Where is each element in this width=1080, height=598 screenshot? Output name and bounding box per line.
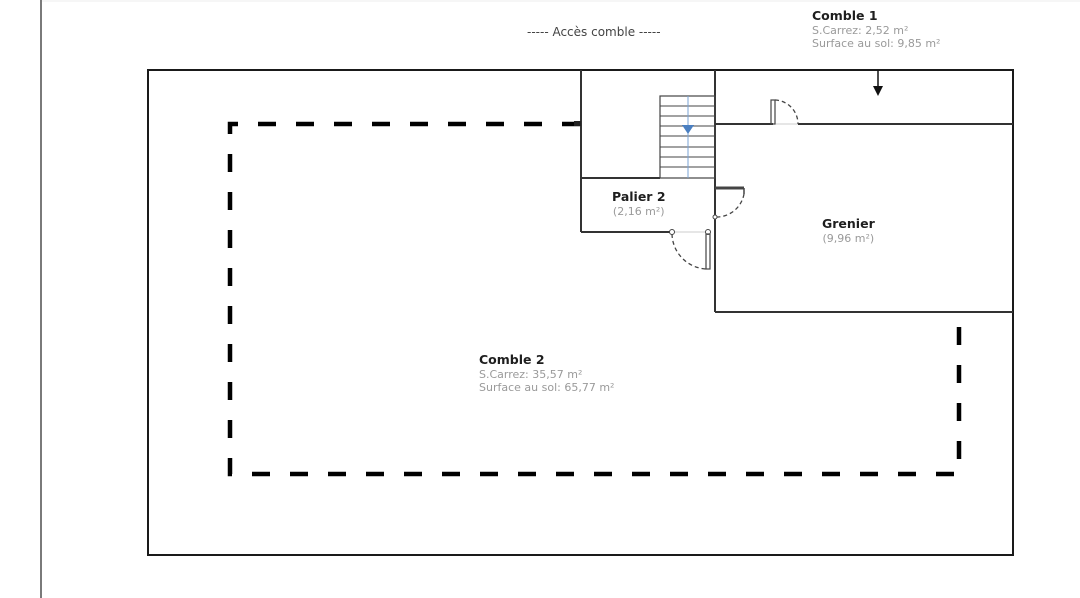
door-palier-bottom [669,229,711,270]
access-comble-label: ----- Accès comble ----- [527,25,661,39]
room-label-comble2: Comble 2 S.Carrez: 35,57 m² Surface au s… [479,352,614,395]
room-name: Comble 2 [479,352,545,367]
room-carrez: S.Carrez: 2,52 m² [812,23,909,37]
room-name: Comble 1 [812,8,878,23]
room-name: Palier 2 [612,189,666,204]
room-label-grenier: Grenier (9,96 m²) [822,216,875,245]
room-name: Grenier [822,216,875,231]
room-area: (2,16 m²) [612,204,665,218]
room-carrez: S.Carrez: 35,57 m² [479,367,583,381]
room-label-comble1: Comble 1 S.Carrez: 2,52 m² Surface au so… [812,8,940,51]
comble2-dashed-outline [227,121,962,477]
room-area: (9,96 m²) [822,231,875,245]
room-floor-area: Surface au sol: 9,85 m² [812,37,941,51]
comble1-access-arrow-icon [873,70,883,96]
wall-stub [574,121,581,126]
room-floor-area: Surface au sol: 65,77 m² [479,381,615,395]
door-grenier [712,186,745,220]
door-comble1 [770,99,799,125]
room-label-palier2: Palier 2 (2,16 m²) [612,189,666,218]
staircase [659,95,716,179]
stair-direction-arrow-icon [682,125,694,134]
